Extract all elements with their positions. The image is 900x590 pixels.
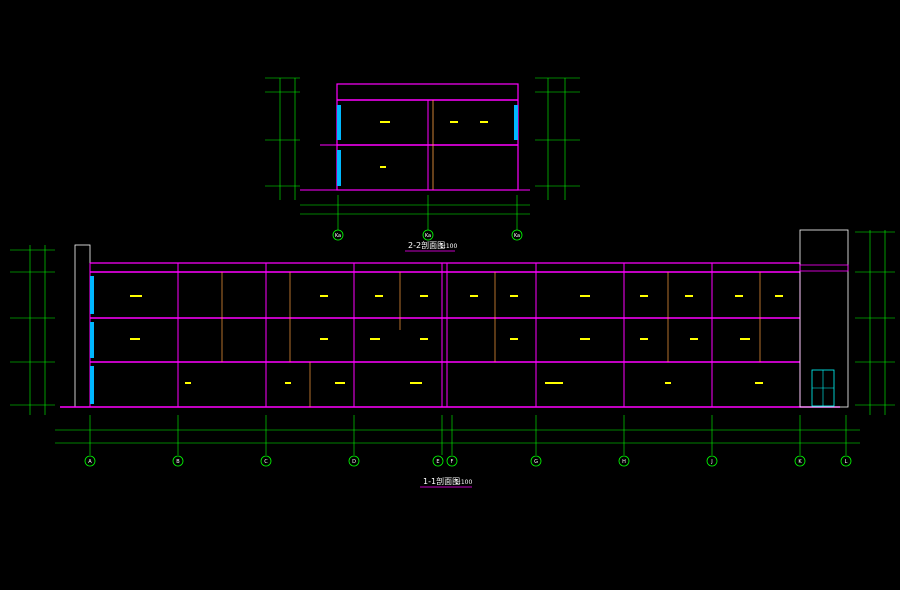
window: [514, 105, 518, 140]
axis-bubble: [172, 455, 184, 467]
axis-label: A: [88, 459, 92, 465]
axis-bubble: [260, 455, 272, 467]
axis-label: Ka: [335, 233, 341, 239]
axis-bubble: [432, 455, 444, 467]
axis-label: C: [264, 459, 268, 465]
section-2-title: 2-2剖面图: [408, 240, 445, 250]
right-elevation-marks: [535, 77, 580, 200]
axis-label: D: [352, 459, 356, 465]
window: [90, 276, 94, 314]
dimension-lines: [55, 415, 860, 455]
section-1-building: [60, 262, 840, 408]
axis-bubble: [840, 455, 852, 467]
room-labels: [130, 295, 783, 384]
axis-label: Ka: [514, 233, 520, 239]
axis-label: E: [436, 459, 439, 465]
section-2-building: [300, 83, 530, 191]
axis-label: B: [176, 459, 180, 465]
section-1-title: 1-1剖面图: [423, 476, 460, 486]
section-2-axes: Ka Ka Ka: [332, 229, 523, 241]
axis-label: H: [622, 459, 626, 465]
axis-label: G: [534, 459, 538, 465]
dimension-lines: [300, 195, 530, 230]
axis-bubble: [794, 455, 806, 467]
axis-label: Ka: [425, 233, 431, 239]
axis-bubble: [530, 455, 542, 467]
axis-label: L: [845, 459, 848, 465]
window: [337, 105, 341, 140]
axis-bubble: [348, 455, 360, 467]
axis-bubble: [618, 455, 630, 467]
stair-tower-right: [799, 229, 849, 408]
section-1-axes: A B C D E F G H J K L: [84, 455, 852, 467]
section-2-scale: 1:100: [440, 243, 457, 250]
window: [90, 366, 94, 404]
window: [90, 322, 94, 358]
axis-label: K: [798, 459, 802, 465]
axis-label: J: [710, 459, 712, 465]
section-1-scale: 1:100: [455, 479, 472, 486]
left-elevation-marks: [265, 77, 300, 200]
section-2-2: Ka Ka Ka 2-2剖面图 1:100: [265, 77, 580, 252]
axis-label: F: [451, 459, 454, 465]
axis-bubble: [84, 455, 96, 467]
axis-bubble: [446, 455, 458, 467]
left-elevation-marks: [10, 245, 55, 415]
right-elevation-marks: [855, 230, 895, 415]
axis-bubble: [706, 455, 718, 467]
window: [337, 150, 341, 186]
room-labels: [380, 121, 488, 168]
section-1-1: A B C D E F G H J K L 1-1剖面图 1:100: [10, 229, 895, 488]
